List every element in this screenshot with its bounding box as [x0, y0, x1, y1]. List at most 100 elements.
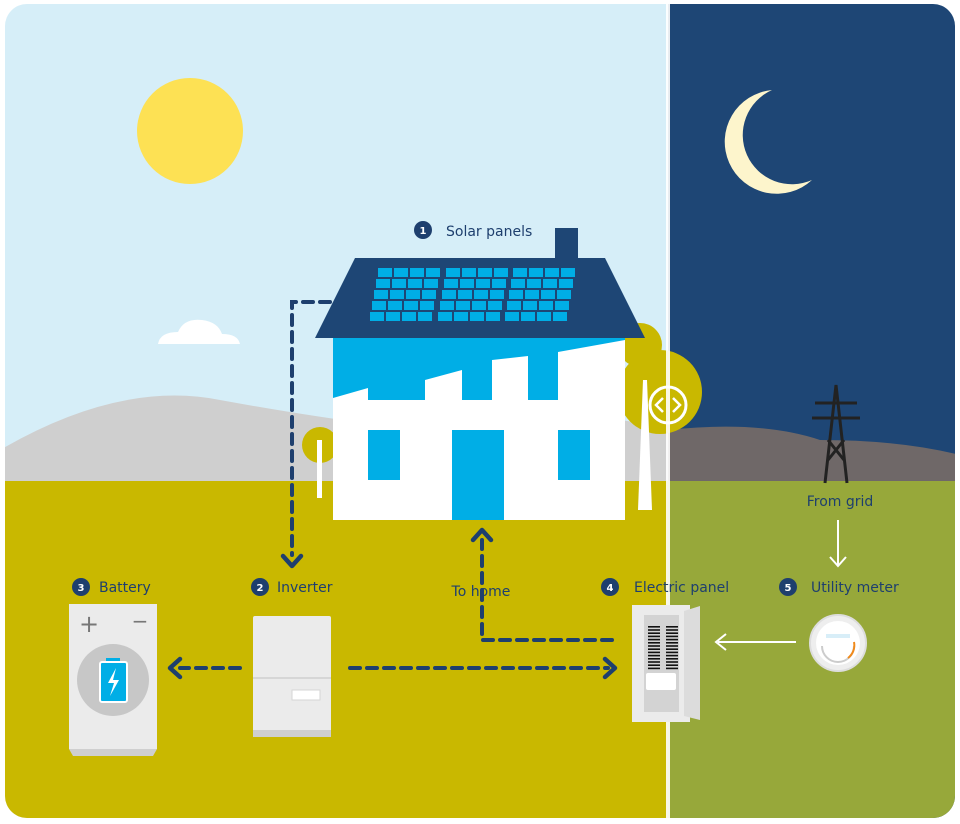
breaker-switch	[666, 638, 678, 641]
solar-cell	[545, 268, 559, 277]
step-badge	[414, 221, 432, 239]
label-inverter: 2 Inverter	[251, 578, 333, 596]
svg-text:5: 5	[785, 583, 792, 594]
solar-cell	[460, 279, 474, 288]
solar-cell	[470, 312, 484, 321]
from-grid-label: From grid	[807, 494, 874, 510]
breaker-switch	[648, 635, 660, 638]
plus-terminal: +	[79, 610, 99, 638]
solar-cell	[490, 290, 504, 299]
solar-cell	[513, 268, 527, 277]
panel-to-inverter-flow	[290, 300, 332, 557]
svg-text:Solar panels: Solar panels	[446, 224, 532, 240]
solar-panels-icon	[370, 268, 575, 321]
breaker-switch	[648, 661, 660, 663]
breaker-switch	[648, 658, 660, 660]
step-badge	[72, 578, 90, 596]
house	[315, 228, 645, 520]
solar-cell	[507, 301, 521, 310]
solar-cell	[476, 279, 490, 288]
svg-text:Inverter: Inverter	[277, 580, 333, 596]
breaker-switch	[648, 626, 660, 628]
step-badge	[251, 578, 269, 596]
solar-cell	[458, 290, 472, 299]
solar-cell	[462, 268, 476, 277]
breaker-switch	[648, 651, 660, 654]
label-battery: 3 Battery	[72, 578, 151, 596]
solar-cell	[446, 268, 460, 277]
day-night-slider-handle[interactable]	[648, 385, 688, 425]
tree-icon	[302, 427, 338, 498]
solar-cell	[424, 279, 438, 288]
solar-cell	[488, 301, 502, 310]
arrow-head-icon	[280, 553, 304, 569]
solar-cell	[555, 301, 569, 310]
solar-cell	[402, 312, 416, 321]
solar-cell	[374, 290, 388, 299]
solar-cell	[523, 301, 537, 310]
solar-cell	[539, 301, 553, 310]
breaker-switch	[666, 635, 678, 638]
day-night-divider	[666, 0, 670, 820]
solar-cell	[372, 301, 386, 310]
breaker-switch	[648, 648, 660, 650]
solar-cell	[529, 268, 543, 277]
svg-text:Battery: Battery	[99, 580, 151, 596]
solar-cell	[486, 312, 500, 321]
solar-cell	[390, 290, 404, 299]
svg-text:4: 4	[607, 583, 614, 594]
solar-cell	[561, 268, 575, 277]
breaker-switch	[648, 645, 660, 647]
solar-cell	[541, 290, 555, 299]
solar-cell	[509, 290, 523, 299]
solar-cell	[438, 312, 452, 321]
arrow-head-icon	[470, 527, 494, 543]
battery-unit: + −	[69, 604, 157, 756]
battery-charging-icon	[99, 658, 128, 703]
step-badge	[779, 578, 797, 596]
breaker-switch	[666, 658, 678, 660]
solar-cell	[422, 290, 436, 299]
solar-cell	[478, 268, 492, 277]
svg-text:Utility meter: Utility meter	[811, 580, 899, 596]
solar-cell	[557, 290, 571, 299]
breaker-switch	[666, 629, 678, 631]
breaker-switch	[666, 664, 678, 666]
inverter-unit	[253, 616, 331, 737]
solar-cell	[492, 279, 506, 288]
svg-text:1: 1	[420, 226, 427, 237]
solar-cell	[378, 268, 392, 277]
solar-cell	[511, 279, 525, 288]
minus-terminal: −	[132, 609, 149, 633]
cloud-icon	[158, 319, 240, 344]
solar-cell	[521, 312, 535, 321]
breaker-switch	[648, 642, 660, 644]
breaker-switch	[648, 632, 660, 634]
to-home-label: To home	[451, 584, 511, 600]
solar-cell	[456, 301, 470, 310]
breaker-switch	[666, 667, 678, 670]
svg-text:3: 3	[78, 583, 85, 594]
solar-cell	[527, 279, 541, 288]
svg-text:Electric panel: Electric panel	[634, 580, 729, 596]
step-badge	[601, 578, 619, 596]
solar-cell	[404, 301, 418, 310]
breaker-switch	[648, 667, 660, 670]
solar-cell	[474, 290, 488, 299]
from-grid-arrow	[829, 520, 847, 568]
solar-cell	[408, 279, 422, 288]
breaker-switch	[666, 654, 678, 657]
solar-cell	[472, 301, 486, 310]
solar-cell	[553, 312, 567, 321]
breaker-switch	[648, 629, 660, 631]
solar-cell	[376, 279, 390, 288]
label-electric-panel: 4 Electric panel	[601, 578, 729, 596]
breaker-switch	[648, 654, 660, 657]
solar-cell	[406, 290, 420, 299]
utility-meter-unit	[809, 614, 867, 672]
label-utility-meter: 5 Utility meter	[779, 578, 899, 596]
solar-cell	[537, 312, 551, 321]
solar-cell	[426, 268, 440, 277]
solar-cell	[505, 312, 519, 321]
